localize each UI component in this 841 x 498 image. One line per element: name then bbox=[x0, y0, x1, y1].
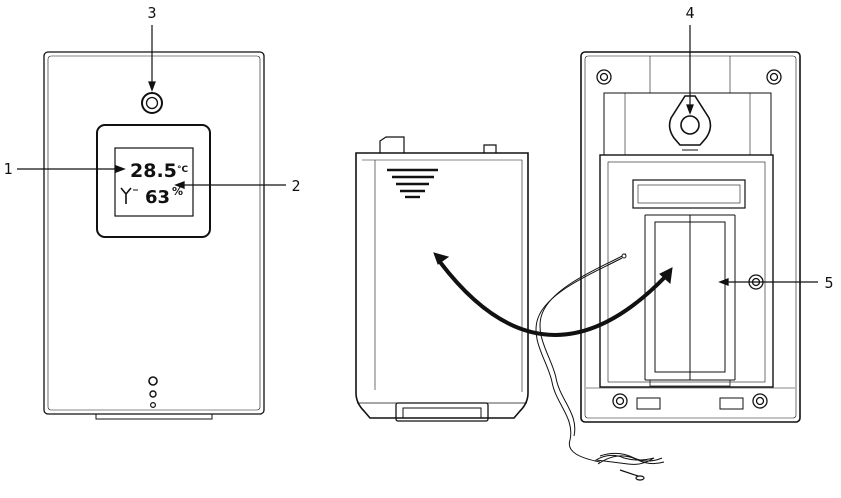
battery-compartment bbox=[599, 154, 774, 388]
rotation-arrow bbox=[433, 252, 673, 337]
svg-text:5: 5 bbox=[824, 274, 833, 292]
temperature-unit: °C bbox=[177, 165, 189, 175]
battery-slots bbox=[644, 214, 736, 387]
sensor-hole bbox=[141, 92, 163, 114]
screw-holes bbox=[596, 69, 782, 409]
sensor-cable bbox=[535, 253, 665, 481]
humidity-unit: % bbox=[172, 185, 183, 198]
battery-cover bbox=[355, 136, 529, 422]
svg-text:1: 1 bbox=[3, 160, 12, 178]
humidity-reading: 63 bbox=[145, 187, 170, 208]
indicator-dots bbox=[148, 376, 158, 409]
back-view bbox=[580, 51, 801, 423]
callout-1: 1 bbox=[3, 160, 126, 178]
front-housing bbox=[43, 51, 265, 415]
lcd-screen bbox=[114, 147, 194, 217]
svg-text:3: 3 bbox=[147, 4, 156, 22]
svg-text:4: 4 bbox=[685, 4, 694, 22]
lcd-frame bbox=[96, 124, 211, 238]
callout-4: 4 bbox=[685, 4, 695, 115]
antenna-icon bbox=[120, 187, 138, 204]
callout-2: 2 bbox=[174, 177, 301, 195]
front-view: 28.5 °C 63 % bbox=[43, 51, 265, 420]
svg-text:2: 2 bbox=[291, 177, 300, 195]
callout-3: 3 bbox=[147, 4, 157, 92]
wall-mount-hook bbox=[668, 95, 712, 151]
grip-lines bbox=[387, 168, 438, 199]
temperature-reading: 28.5 bbox=[130, 160, 177, 182]
callout-5: 5 bbox=[718, 274, 834, 292]
